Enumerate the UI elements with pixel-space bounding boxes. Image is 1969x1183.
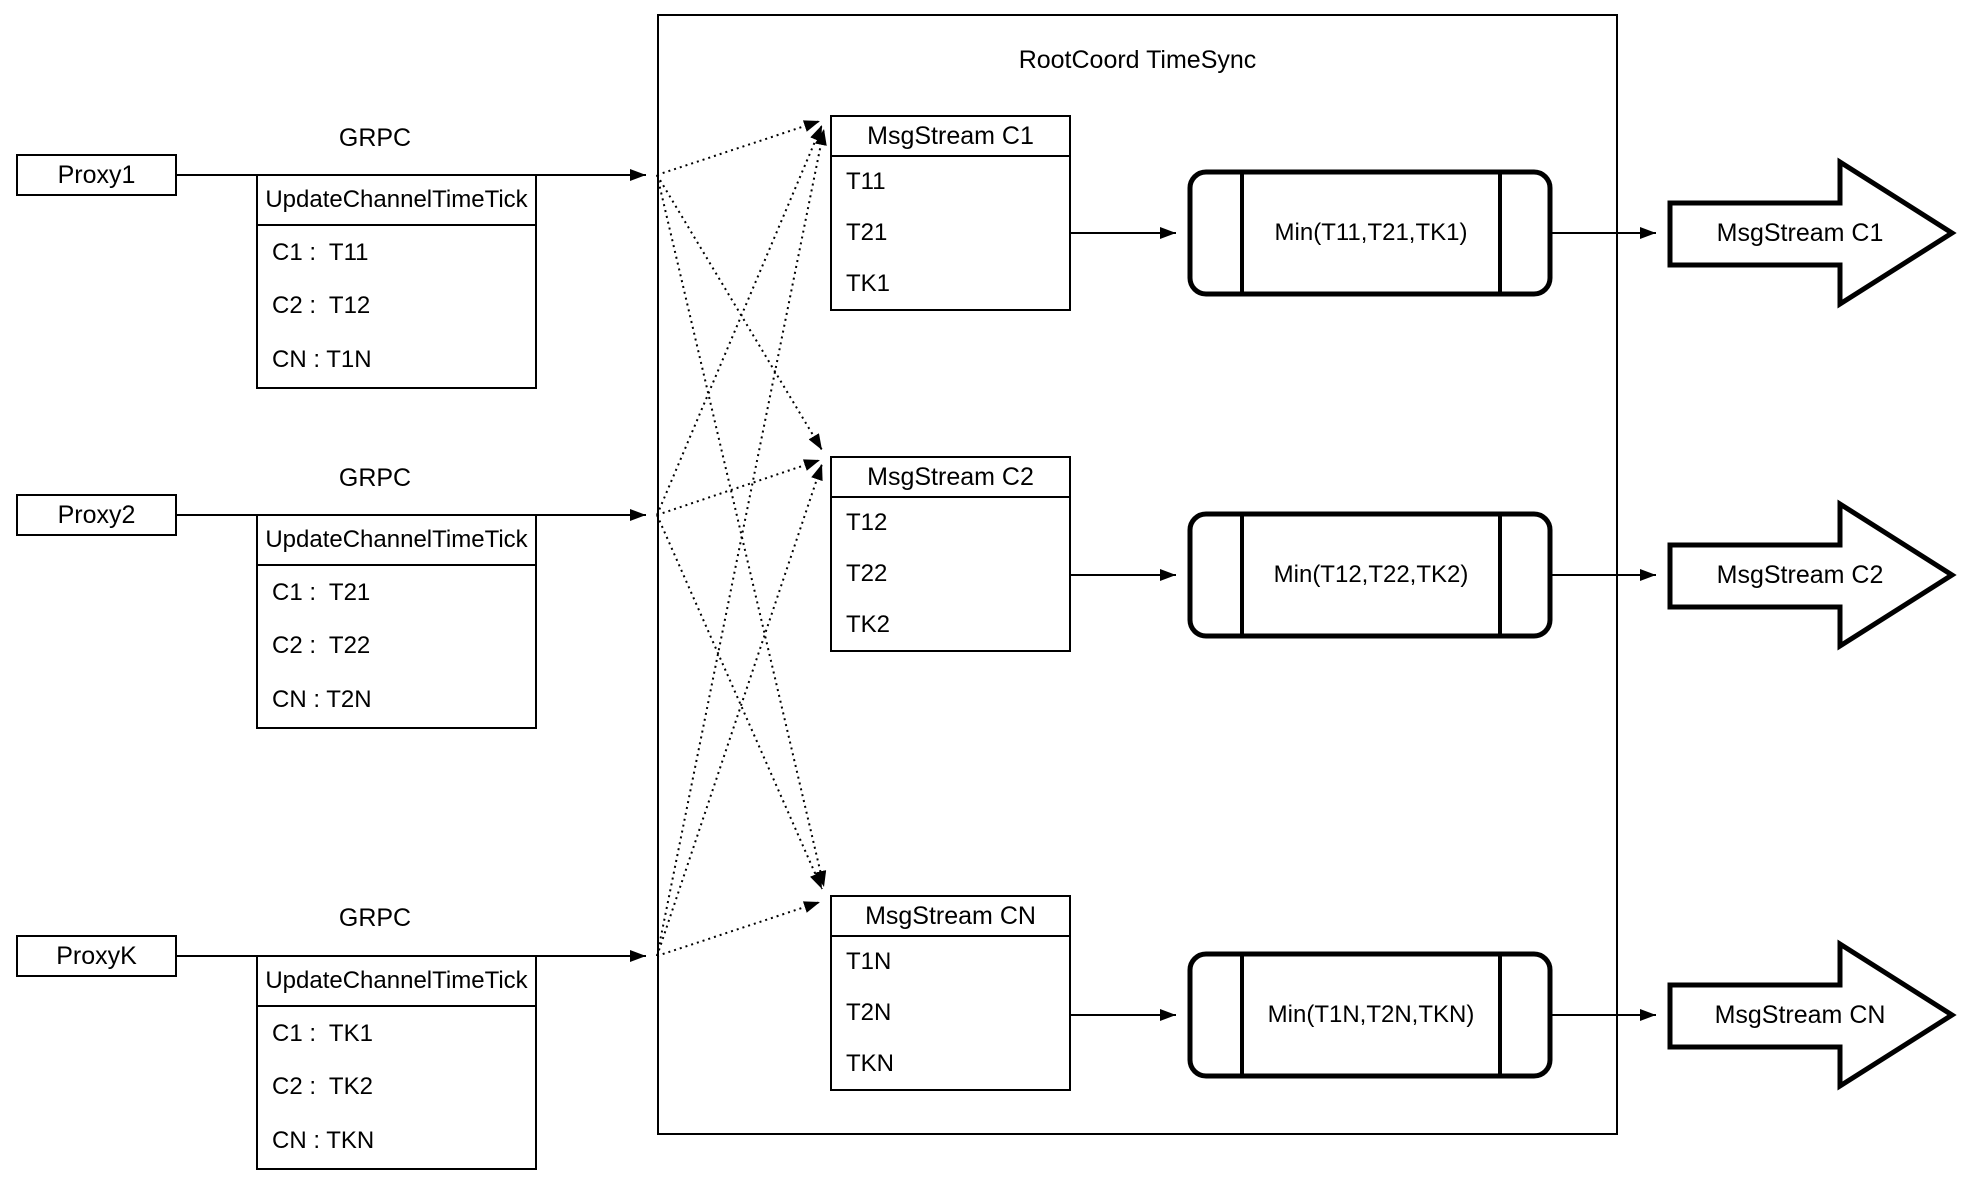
output-arrows: [1667, 157, 1957, 1091]
update-table-header-2: UpdateChannelTimeTick: [258, 516, 535, 566]
tick-row: C2 : T22: [272, 632, 371, 660]
proxyk-label: ProxyK: [56, 941, 137, 970]
tick-row: C1 : TK1: [272, 1019, 373, 1047]
msgstream-c1-body: T11 T21 TK1: [832, 157, 1069, 309]
update-table-header-3: UpdateChannelTimeTick: [258, 957, 535, 1007]
tick-row: CN : T1N: [272, 346, 372, 374]
tick-row: CN : T2N: [272, 686, 372, 714]
grpc-label-3: GRPC: [338, 903, 412, 932]
msgstream-c2-table: MsgStream C2 T12 T22 TK2: [830, 456, 1071, 652]
update-table-header-1: UpdateChannelTimeTick: [258, 176, 535, 226]
proxy1-label: Proxy1: [57, 160, 136, 189]
update-table-body-1: C1 : T11 C2 : T12 CN : T1N: [258, 226, 535, 387]
output-arrow-cn-label: MsgStream CN: [1714, 1000, 1886, 1029]
timestamp-row: TK1: [846, 269, 891, 297]
msgstream-cn-table: MsgStream CN T1N T2N TKN: [830, 895, 1071, 1091]
update-table-proxy1: UpdateChannelTimeTick C1 : T11 C2 : T12 …: [256, 174, 537, 389]
update-table-proxyk: UpdateChannelTimeTick C1 : TK1 C2 : TK2 …: [256, 955, 537, 1170]
output-arrow-c2-label: MsgStream C2: [1716, 560, 1884, 589]
rootcoord-title: RootCoord TimeSync: [1018, 46, 1257, 74]
update-table-body-2: C1 : T21 C2 : T22 CN : T2N: [258, 566, 535, 727]
proxyk-box: ProxyK: [16, 935, 177, 977]
tick-row: CN : TKN: [272, 1127, 375, 1155]
timestamp-row: TK2: [846, 610, 891, 638]
timestamp-row: T1N: [846, 948, 892, 976]
min1-label: Min(T11,T21,TK1): [1274, 219, 1468, 246]
timestamp-row: T12: [846, 509, 888, 537]
proxy2-label: Proxy2: [57, 500, 136, 529]
tick-row: C2 : T12: [272, 292, 371, 320]
min2-label: Min(T12,T22,TK2): [1273, 561, 1469, 588]
proxy2-box: Proxy2: [16, 494, 177, 536]
timestamp-row: T21: [846, 218, 888, 246]
msgstream-c2-body: T12 T22 TK2: [832, 498, 1069, 650]
msgstream-c2-header: MsgStream C2: [832, 458, 1069, 498]
timestamp-row: T22: [846, 559, 888, 587]
timestamp-row: T11: [846, 168, 886, 196]
msgstream-cn-body: T1N T2N TKN: [832, 937, 1069, 1089]
timestamp-row: TKN: [846, 1049, 894, 1077]
grpc-label-2: GRPC: [338, 463, 412, 492]
update-table-proxy2: UpdateChannelTimeTick C1 : T21 C2 : T22 …: [256, 514, 537, 729]
timestamp-row: T2N: [846, 998, 892, 1026]
msgstream-c1-header: MsgStream C1: [832, 117, 1069, 157]
update-table-body-3: C1 : TK1 C2 : TK2 CN : TKN: [258, 1007, 535, 1168]
tick-row: C1 : T21: [272, 578, 371, 606]
msgstream-c1-table: MsgStream C1 T11 T21 TK1: [830, 115, 1071, 311]
min3-label: Min(T1N,T2N,TKN): [1267, 1001, 1475, 1028]
msgstream-cn-header: MsgStream CN: [832, 897, 1069, 937]
tick-row: C2 : TK2: [272, 1073, 373, 1101]
output-arrow-c1-label: MsgStream C1: [1716, 218, 1884, 247]
proxy1-box: Proxy1: [16, 154, 177, 196]
tick-row: C1 : T11: [272, 238, 369, 266]
grpc-label-1: GRPC: [338, 123, 412, 152]
